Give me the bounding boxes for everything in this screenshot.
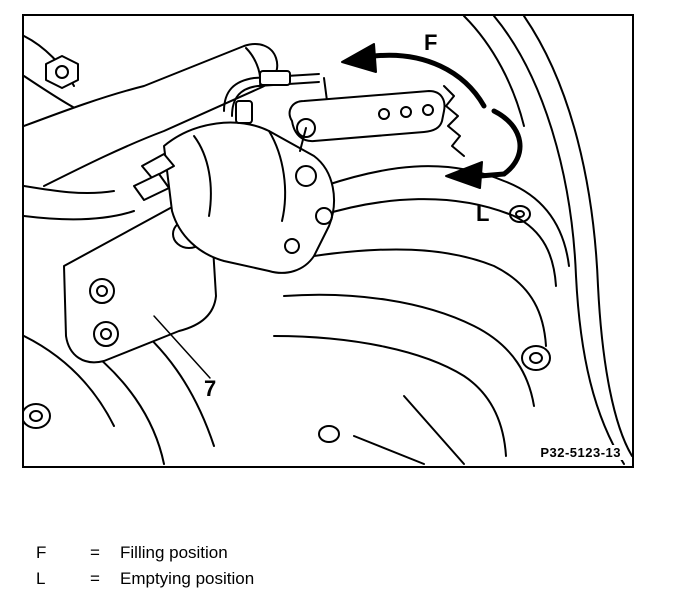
drain-valve-body: [133, 121, 335, 274]
legend-description: Emptying position: [120, 569, 255, 588]
valve-lever: [288, 90, 446, 152]
frame-channels: [24, 165, 570, 465]
filling-direction-arrow: [341, 43, 487, 109]
top-bolt: [45, 55, 79, 89]
part-7-leader-line: [153, 315, 211, 379]
lower-right-bolt: [521, 345, 551, 371]
figure-id: P32-5123-13: [537, 445, 624, 460]
housing-contours: [24, 16, 632, 465]
legend-separator: =: [90, 569, 100, 588]
callout-f: F: [424, 30, 437, 55]
valve-assembly-drawing: F L 7: [24, 16, 632, 465]
legend-item-emptying: L = Emptying position: [36, 566, 254, 592]
break-line: [443, 85, 465, 157]
legend-description: Filling position: [120, 543, 228, 562]
legend: F = Filling position L = Emptying positi…: [36, 540, 254, 592]
legend-item-filling: F = Filling position: [36, 540, 254, 566]
callout-l: L: [476, 201, 489, 226]
lower-left-bolt: [24, 403, 51, 429]
legend-key: L: [36, 569, 46, 588]
callout-part-7: 7: [204, 376, 216, 401]
technical-illustration: F L 7 P32-5123-13: [22, 14, 634, 468]
coolant-pipe: [24, 43, 279, 221]
brake-line: [223, 70, 330, 124]
legend-key: F: [36, 543, 47, 562]
frame-hole: [318, 425, 340, 443]
emptying-direction-arrow: [445, 108, 523, 189]
legend-separator: =: [90, 543, 100, 562]
l-position-bolt: [509, 205, 531, 223]
